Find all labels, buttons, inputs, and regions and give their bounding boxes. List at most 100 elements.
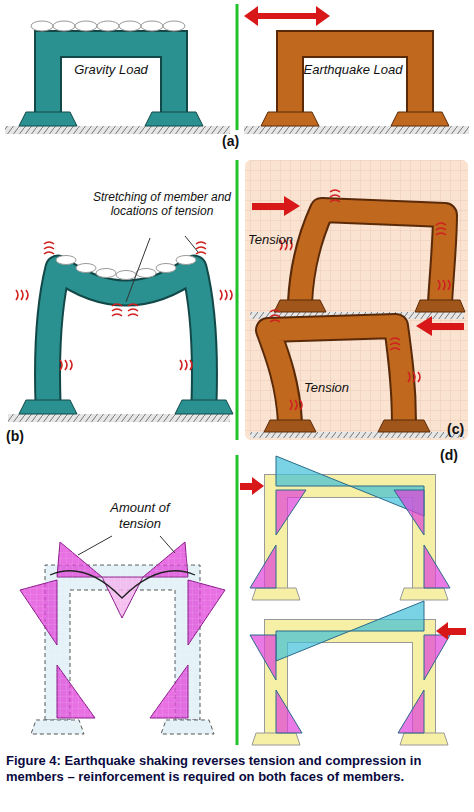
frame-outline — [276, 486, 424, 590]
leader-line — [78, 536, 175, 555]
divider-line — [236, 160, 239, 440]
tension-marks — [180, 360, 192, 370]
gravity-load — [96, 269, 116, 278]
gravity-load — [31, 21, 185, 31]
leader-line — [78, 536, 112, 555]
panel-label: (b) — [6, 428, 36, 445]
sway-frame-left — [268, 326, 404, 424]
frame-outline — [400, 588, 448, 600]
divider-line — [236, 4, 239, 130]
shaking-arrow — [256, 13, 318, 19]
sway-frame-left — [378, 420, 430, 432]
deformed-gravity-frame — [175, 400, 233, 414]
gravity-frame — [145, 112, 203, 126]
tension-marks — [112, 304, 122, 316]
tension-marks — [44, 242, 54, 254]
tension-marks — [436, 223, 446, 235]
frame-outline — [252, 486, 448, 600]
frame-outline — [276, 486, 424, 588]
moment-diagram — [250, 545, 276, 588]
force-arrow — [436, 622, 466, 640]
sway-frame-right — [415, 300, 465, 312]
gravity-load — [141, 21, 163, 31]
force-arrow — [240, 483, 254, 490]
divider-line — [236, 455, 239, 745]
gravity-load — [163, 21, 185, 31]
tension-marks — [438, 280, 450, 290]
force-arrow — [436, 622, 448, 640]
tension-marks — [390, 338, 400, 350]
moment-diagram — [350, 601, 424, 631]
sway-frame-left — [250, 326, 464, 438]
earthquake-frame — [290, 44, 420, 114]
tension-marks — [16, 242, 232, 370]
panel-label: (d) — [440, 447, 468, 464]
moment-diagram — [398, 690, 424, 733]
leader-line — [185, 236, 198, 252]
deflected-shape — [50, 571, 195, 598]
tension-marks — [330, 190, 340, 202]
panel-label: (c) — [447, 421, 471, 438]
gravity-frame — [48, 44, 174, 114]
deformed-gravity-frame — [8, 414, 230, 422]
shaking-arrow — [244, 6, 258, 26]
frame-outline — [252, 733, 300, 745]
sway-frame-left — [264, 420, 316, 432]
sway-frame-right — [274, 300, 326, 312]
moment-diagram — [276, 456, 350, 486]
earthquake-frame — [261, 112, 319, 126]
gravity-load — [97, 21, 119, 31]
frame-outline — [400, 733, 448, 745]
moment-diagram — [276, 690, 302, 733]
shaking-arrow — [244, 6, 330, 26]
moment-diagram — [250, 456, 450, 588]
gravity-load — [136, 269, 156, 278]
leader-line — [160, 536, 175, 553]
frame-outline — [276, 631, 424, 735]
gravity-load — [119, 21, 141, 31]
tension-marks — [408, 372, 420, 382]
force-arrow — [252, 477, 264, 495]
tension-marks — [60, 360, 72, 370]
shaking-arrow — [316, 6, 330, 26]
moment-diagram — [276, 631, 350, 661]
annotation-label: Tension — [304, 380, 356, 396]
tension-marks — [196, 242, 206, 254]
frame-outline — [252, 631, 448, 745]
gravity-load — [176, 256, 196, 265]
annotation-label: Stretching of member and locations of te… — [92, 190, 232, 219]
earthquake-frame — [244, 44, 469, 134]
sway-frame-right — [300, 210, 445, 304]
moment-diagram — [424, 545, 450, 588]
force-arrow — [430, 323, 464, 330]
gravity-load — [56, 256, 76, 265]
deformed-gravity-frame — [8, 268, 233, 422]
tension-marks — [270, 190, 450, 410]
leader-line — [126, 236, 198, 302]
force-arrow — [284, 196, 300, 216]
tension-marks — [220, 290, 232, 300]
annotation-label: Tension — [248, 232, 300, 248]
figure-caption: Figure 4: Earthquake shaking reverses te… — [6, 753, 468, 784]
tension-marks — [270, 310, 280, 322]
tension-marks — [290, 400, 302, 410]
panel-background — [245, 160, 468, 440]
leader-line — [126, 238, 150, 302]
gravity-load — [31, 21, 53, 31]
panel-label: (a) — [222, 133, 252, 150]
tension-marks — [128, 304, 138, 316]
moment-diagram — [424, 635, 450, 680]
deformed-gravity-frame — [19, 400, 77, 414]
load-label: Earthquake Load — [300, 62, 406, 78]
frame-outline — [276, 631, 424, 733]
moment-diagram — [394, 490, 424, 535]
load-label: Gravity Load — [64, 62, 158, 78]
tension-marks — [16, 290, 28, 300]
moment-diagram — [250, 635, 276, 680]
annotation-label: Amount of tension — [95, 500, 185, 531]
gravity-frame — [5, 126, 230, 134]
sway-frame-left — [250, 432, 464, 438]
divider-line — [236, 4, 239, 745]
moment-diagram — [276, 490, 306, 535]
